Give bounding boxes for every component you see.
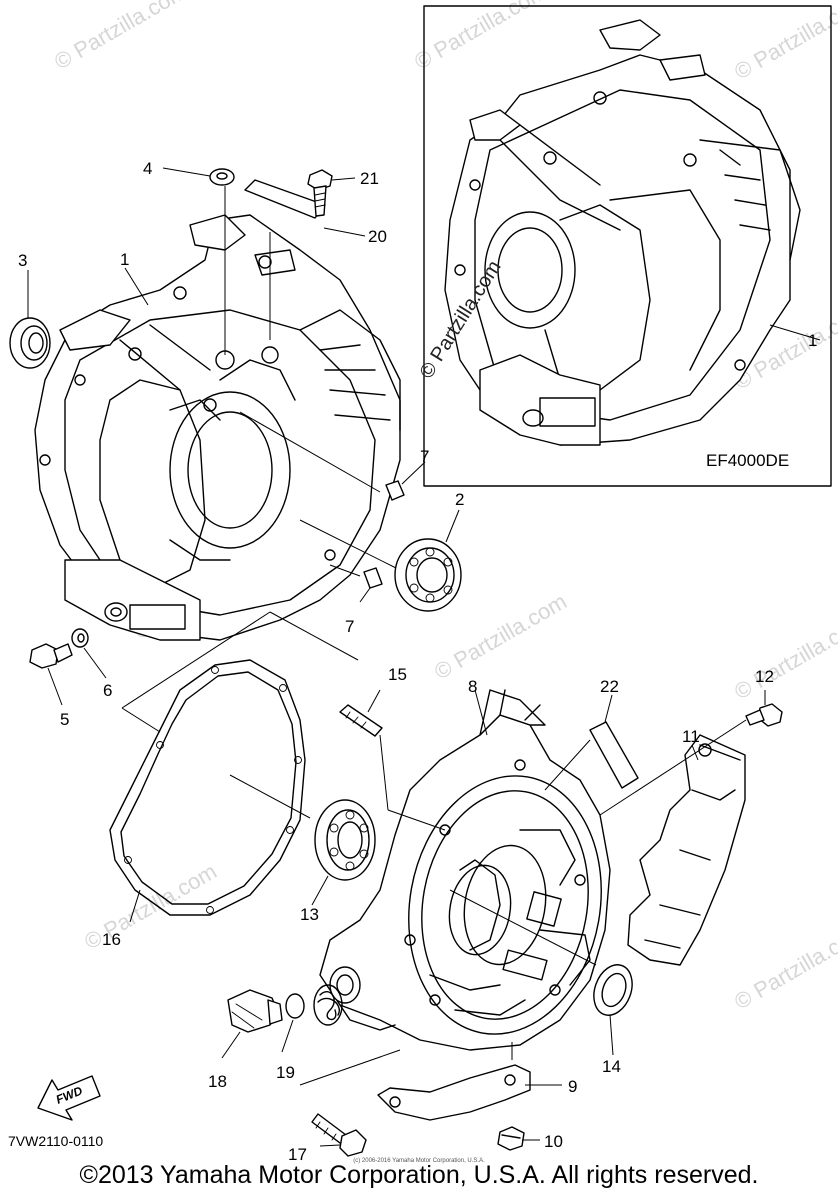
watermark: © Partzilla.com bbox=[430, 589, 571, 685]
watermark: © Partzilla.com bbox=[50, 0, 191, 74]
callout-13: 13 bbox=[300, 905, 319, 924]
bolt-17 bbox=[311, 1113, 367, 1157]
callout-8: 8 bbox=[468, 677, 477, 696]
bolt-12 bbox=[745, 703, 783, 727]
callout-1-inset: 1 bbox=[808, 331, 817, 350]
callout-22: 22 bbox=[600, 677, 619, 696]
stud-15 bbox=[339, 704, 383, 737]
inset-crankcase bbox=[444, 19, 801, 446]
washer-4 bbox=[209, 168, 235, 186]
bracket-9 bbox=[377, 1064, 531, 1121]
washer-6-hole bbox=[77, 633, 85, 643]
callout-19: 19 bbox=[276, 1063, 295, 1082]
callout-2: 2 bbox=[455, 490, 464, 509]
leader-lines bbox=[27, 167, 821, 1147]
callout-1: 1 bbox=[120, 250, 129, 269]
callout-12: 12 bbox=[755, 667, 774, 686]
watermark: © Partzilla.com bbox=[730, 0, 838, 84]
watermark: © Partzilla.com bbox=[730, 609, 838, 705]
callout-10: 10 bbox=[544, 1132, 563, 1151]
dowel-7-upper bbox=[385, 480, 405, 501]
watermark: © Partzilla.com bbox=[410, 0, 551, 74]
callout-4: 4 bbox=[143, 159, 152, 178]
callout-7-upper: 7 bbox=[420, 447, 429, 466]
bolt-21 bbox=[307, 169, 333, 217]
bearing-13 bbox=[314, 799, 376, 881]
washer-6 bbox=[71, 628, 89, 648]
oil-seal-14 bbox=[593, 964, 633, 1016]
callout-9: 9 bbox=[568, 1077, 577, 1096]
callout-11: 11 bbox=[682, 727, 700, 746]
bolt-5 bbox=[29, 643, 73, 669]
bearing-2 bbox=[394, 538, 462, 612]
callout-16: 16 bbox=[102, 930, 121, 949]
plug-18 bbox=[227, 989, 283, 1033]
dowel-7-lower bbox=[363, 567, 383, 589]
stud-thread bbox=[345, 711, 367, 729]
callout-5: 5 bbox=[60, 710, 69, 729]
bolt-10 bbox=[497, 1126, 525, 1151]
fwd-arrow-icon: FWD bbox=[37, 1075, 101, 1121]
fine-print: (c) 2006-2016 Yamaha Motor Corporation, … bbox=[353, 1158, 485, 1164]
callout-7-lower: 7 bbox=[345, 617, 354, 636]
washer-hole bbox=[216, 172, 228, 180]
callout-15: 15 bbox=[388, 665, 407, 684]
watermark: © Partzilla.com bbox=[730, 919, 838, 1015]
gasket-16 bbox=[109, 659, 306, 916]
crankcase-main bbox=[34, 214, 401, 641]
inset-frame bbox=[423, 5, 832, 487]
spring bbox=[313, 984, 343, 1026]
callout-14: 14 bbox=[602, 1057, 621, 1076]
inset-model-label: EF4000DE bbox=[706, 451, 790, 470]
callout-20: 20 bbox=[368, 227, 387, 246]
callout-3: 3 bbox=[18, 251, 27, 270]
diagram-code: 7VW2110-0110 bbox=[8, 1133, 104, 1149]
strip-22 bbox=[589, 721, 639, 789]
o-ring-19 bbox=[285, 993, 305, 1019]
callout-21: 21 bbox=[360, 169, 379, 188]
callout-18: 18 bbox=[208, 1072, 227, 1091]
oil-seal-3 bbox=[9, 317, 51, 369]
callout-labels: 1 1 2 3 4 5 6 7 7 8 9 10 11 12 13 14 15 … bbox=[18, 159, 817, 1164]
callout-17: 17 bbox=[288, 1145, 307, 1164]
cover-11 bbox=[627, 734, 746, 966]
callout-6: 6 bbox=[103, 681, 112, 700]
copyright-footer: ©2013 Yamaha Motor Corporation, U.S.A. A… bbox=[79, 1161, 759, 1189]
